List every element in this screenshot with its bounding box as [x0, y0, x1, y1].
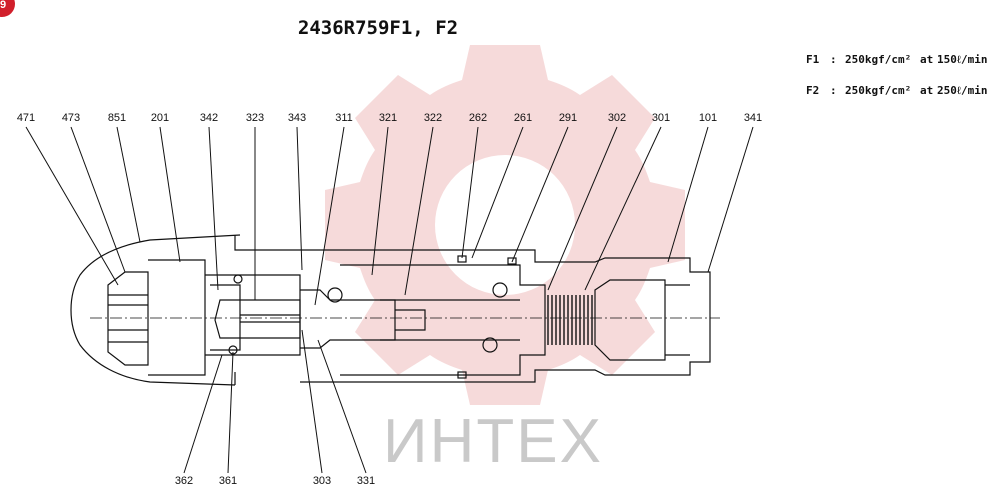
label-471: 471: [17, 112, 35, 124]
spec-f1-code: F1: [806, 53, 820, 66]
o-ring-342: [233, 274, 243, 284]
poppet: [300, 289, 396, 349]
label-473: 473: [62, 112, 80, 124]
label-302: 302: [608, 112, 626, 124]
spec-f2-at: at: [920, 84, 933, 97]
seal-291: [507, 257, 517, 265]
spec-f1-sep: :: [830, 53, 837, 66]
label-322: 322: [424, 112, 442, 124]
housing: [300, 249, 711, 383]
bottom-labels: 362 361 303 331: [175, 475, 375, 487]
spec-f2-code: F2: [806, 84, 819, 97]
label-361: 361: [219, 475, 237, 487]
diagram-title: 2436R759F1, F2: [298, 17, 458, 39]
spec-f1-at: at: [920, 53, 933, 66]
label-201: 201: [151, 112, 169, 124]
label-261: 261: [514, 112, 532, 124]
adjusting-screw: [148, 259, 206, 376]
main-seat: [594, 279, 666, 361]
label-262: 262: [469, 112, 487, 124]
label-331: 331: [357, 475, 375, 487]
label-851: 851: [108, 112, 126, 124]
spec-f1-value: 250kgf/cm²: [845, 53, 911, 66]
ball-seat: [327, 287, 343, 303]
label-301: 301: [652, 112, 670, 124]
valve-cross-section: [70, 234, 720, 386]
label-341: 341: [744, 112, 762, 124]
cap-outline: [70, 234, 241, 386]
hex-nut: [107, 271, 149, 366]
page-badge: 9: [0, 0, 15, 17]
seal-262: [457, 255, 467, 263]
page-badge-text: 9: [0, 0, 6, 11]
top-labels: 471 473 851 201 342 323 343 311 321 322 …: [17, 112, 762, 124]
spec-f2-sep: :: [830, 84, 837, 97]
label-321: 321: [379, 112, 397, 124]
label-343: 343: [288, 112, 306, 124]
label-291: 291: [559, 112, 577, 124]
label-362: 362: [175, 475, 193, 487]
label-101: 101: [699, 112, 717, 124]
label-342: 342: [200, 112, 218, 124]
watermark-text: ИНТЕХ: [383, 407, 603, 476]
label-303: 303: [313, 475, 331, 487]
spec-f2-value: 250kgf/cm²: [845, 84, 911, 97]
o-ring-361: [228, 345, 238, 355]
label-311: 311: [335, 112, 353, 124]
watermark-gear-icon: [325, 45, 685, 405]
spec-list: F1 : 250kgf/cm² at 150ℓ/min F2 : 250kgf/…: [806, 53, 987, 97]
label-323: 323: [246, 112, 264, 124]
seal-lower: [457, 371, 467, 379]
spring: [547, 295, 593, 345]
spec-f1-flow: 150ℓ/min: [937, 53, 987, 66]
piston: [340, 264, 546, 376]
spec-f2-flow: 250ℓ/min: [937, 84, 987, 97]
